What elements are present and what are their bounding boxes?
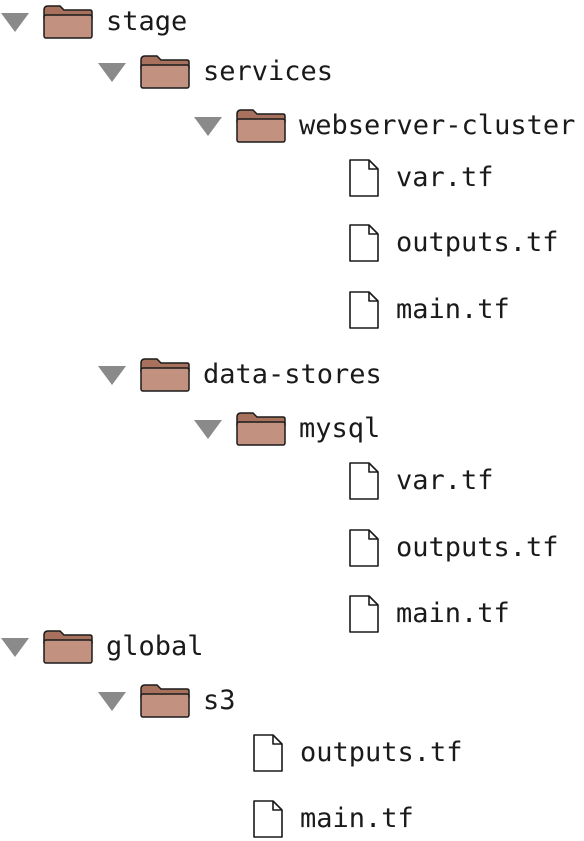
file-icon bbox=[348, 461, 380, 501]
folder-label: stage bbox=[106, 6, 188, 37]
file-label: var.tf bbox=[396, 465, 494, 496]
tree-row-file[interactable]: main.tf bbox=[348, 594, 510, 634]
file-label: main.tf bbox=[396, 294, 510, 325]
tree-row-file[interactable]: outputs.tf bbox=[252, 733, 463, 773]
tree-row-file[interactable]: main.tf bbox=[348, 290, 510, 330]
file-icon bbox=[348, 528, 380, 568]
file-icon bbox=[252, 733, 284, 773]
folder-label: webserver-cluster bbox=[299, 110, 576, 141]
file-icon bbox=[348, 223, 380, 263]
folder-label: data-stores bbox=[203, 359, 382, 390]
file-icon bbox=[252, 799, 284, 839]
file-icon bbox=[348, 290, 380, 330]
file-label: main.tf bbox=[396, 598, 510, 629]
file-icon bbox=[348, 594, 380, 634]
folder-label: s3 bbox=[203, 685, 236, 716]
tree-row-folder[interactable]: data-stores bbox=[97, 355, 382, 395]
folder-icon bbox=[42, 629, 94, 665]
collapse-toggle-icon[interactable] bbox=[0, 635, 30, 659]
collapse-toggle-icon[interactable] bbox=[0, 10, 30, 34]
folder-icon bbox=[139, 357, 191, 393]
folder-label: services bbox=[203, 56, 334, 87]
folder-label: global bbox=[106, 631, 204, 662]
tree-row-folder[interactable]: global bbox=[0, 627, 204, 667]
folder-icon bbox=[235, 411, 287, 447]
folder-label: mysql bbox=[299, 413, 381, 444]
file-label: main.tf bbox=[300, 803, 414, 834]
folder-icon bbox=[42, 4, 94, 40]
tree-row-file[interactable]: outputs.tf bbox=[348, 223, 559, 263]
file-label: outputs.tf bbox=[396, 532, 559, 563]
tree-row-folder[interactable]: s3 bbox=[97, 681, 236, 721]
tree-row-file[interactable]: var.tf bbox=[348, 158, 494, 198]
folder-icon bbox=[235, 108, 287, 144]
tree-row-folder[interactable]: webserver-cluster bbox=[193, 106, 575, 146]
file-label: outputs.tf bbox=[300, 737, 463, 768]
folder-icon bbox=[139, 683, 191, 719]
tree-row-folder[interactable]: stage bbox=[0, 2, 187, 42]
tree-row-folder[interactable]: mysql bbox=[193, 409, 380, 449]
collapse-toggle-icon[interactable] bbox=[97, 689, 127, 713]
collapse-toggle-icon[interactable] bbox=[193, 417, 223, 441]
collapse-toggle-icon[interactable] bbox=[97, 60, 127, 84]
folder-icon bbox=[139, 54, 191, 90]
collapse-toggle-icon[interactable] bbox=[97, 363, 127, 387]
collapse-toggle-icon[interactable] bbox=[193, 114, 223, 138]
tree-row-folder[interactable]: services bbox=[97, 52, 333, 92]
tree-row-file[interactable]: var.tf bbox=[348, 461, 494, 501]
tree-row-file[interactable]: main.tf bbox=[252, 799, 414, 839]
file-label: outputs.tf bbox=[396, 227, 559, 258]
tree-row-file[interactable]: outputs.tf bbox=[348, 528, 559, 568]
file-icon bbox=[348, 158, 380, 198]
file-label: var.tf bbox=[396, 162, 494, 193]
